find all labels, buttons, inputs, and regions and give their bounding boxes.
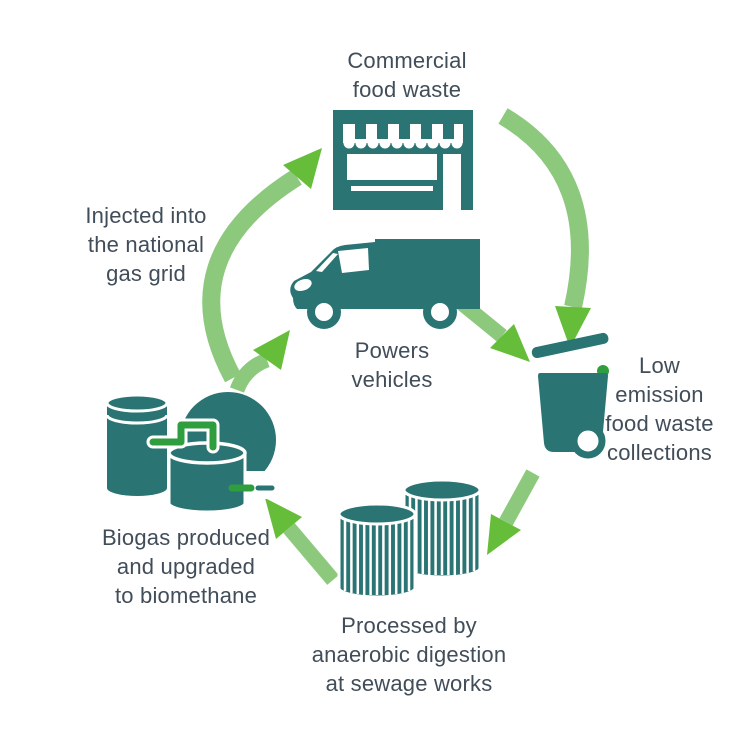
gas-pipe	[146, 418, 220, 454]
storefront-icon	[333, 110, 473, 210]
biogas-plant-icon	[105, 392, 290, 514]
awning-stripes	[355, 124, 454, 139]
arrow-commercial-to-bin	[498, 108, 591, 348]
wheelie-bin-icon	[531, 332, 609, 459]
digestion-tank	[167, 441, 247, 514]
truck-icon	[290, 239, 480, 329]
storage-tank	[105, 393, 169, 496]
label-biogas-produced: Biogas produced and upgraded to biometha…	[101, 525, 271, 608]
front-wheel	[307, 295, 341, 329]
label-powers-vehicles: Powers vehicles	[351, 338, 433, 392]
bin-lid	[531, 332, 609, 359]
windshield	[316, 253, 338, 272]
rear-wheel	[423, 295, 457, 329]
label-injected-gas-grid: Injected into the national gas grid	[85, 203, 207, 286]
window-sill	[351, 186, 433, 191]
digester-tanks-icon	[337, 478, 482, 599]
shop-door	[443, 154, 461, 210]
arrow-digesters-to-biogas	[265, 498, 339, 585]
arrow-biogas-to-commercial	[202, 148, 322, 383]
arrow-biogas-to-truck	[229, 330, 290, 393]
label-commercial-food-waste: Commercial food waste	[347, 48, 467, 102]
bin-wheel	[570, 423, 606, 459]
headlight	[294, 278, 312, 292]
truck-box	[375, 239, 480, 309]
label-processed-anaerobic: Processed by anaerobic digestion at sewa…	[311, 613, 507, 696]
awning-scallops	[343, 137, 463, 149]
arrow-bin-to-digesters	[487, 469, 540, 555]
shop-window	[347, 154, 437, 180]
label-low-emission-collections: Low emission food waste collections	[605, 353, 714, 465]
cab-window	[338, 248, 369, 273]
digester-front	[337, 502, 417, 599]
